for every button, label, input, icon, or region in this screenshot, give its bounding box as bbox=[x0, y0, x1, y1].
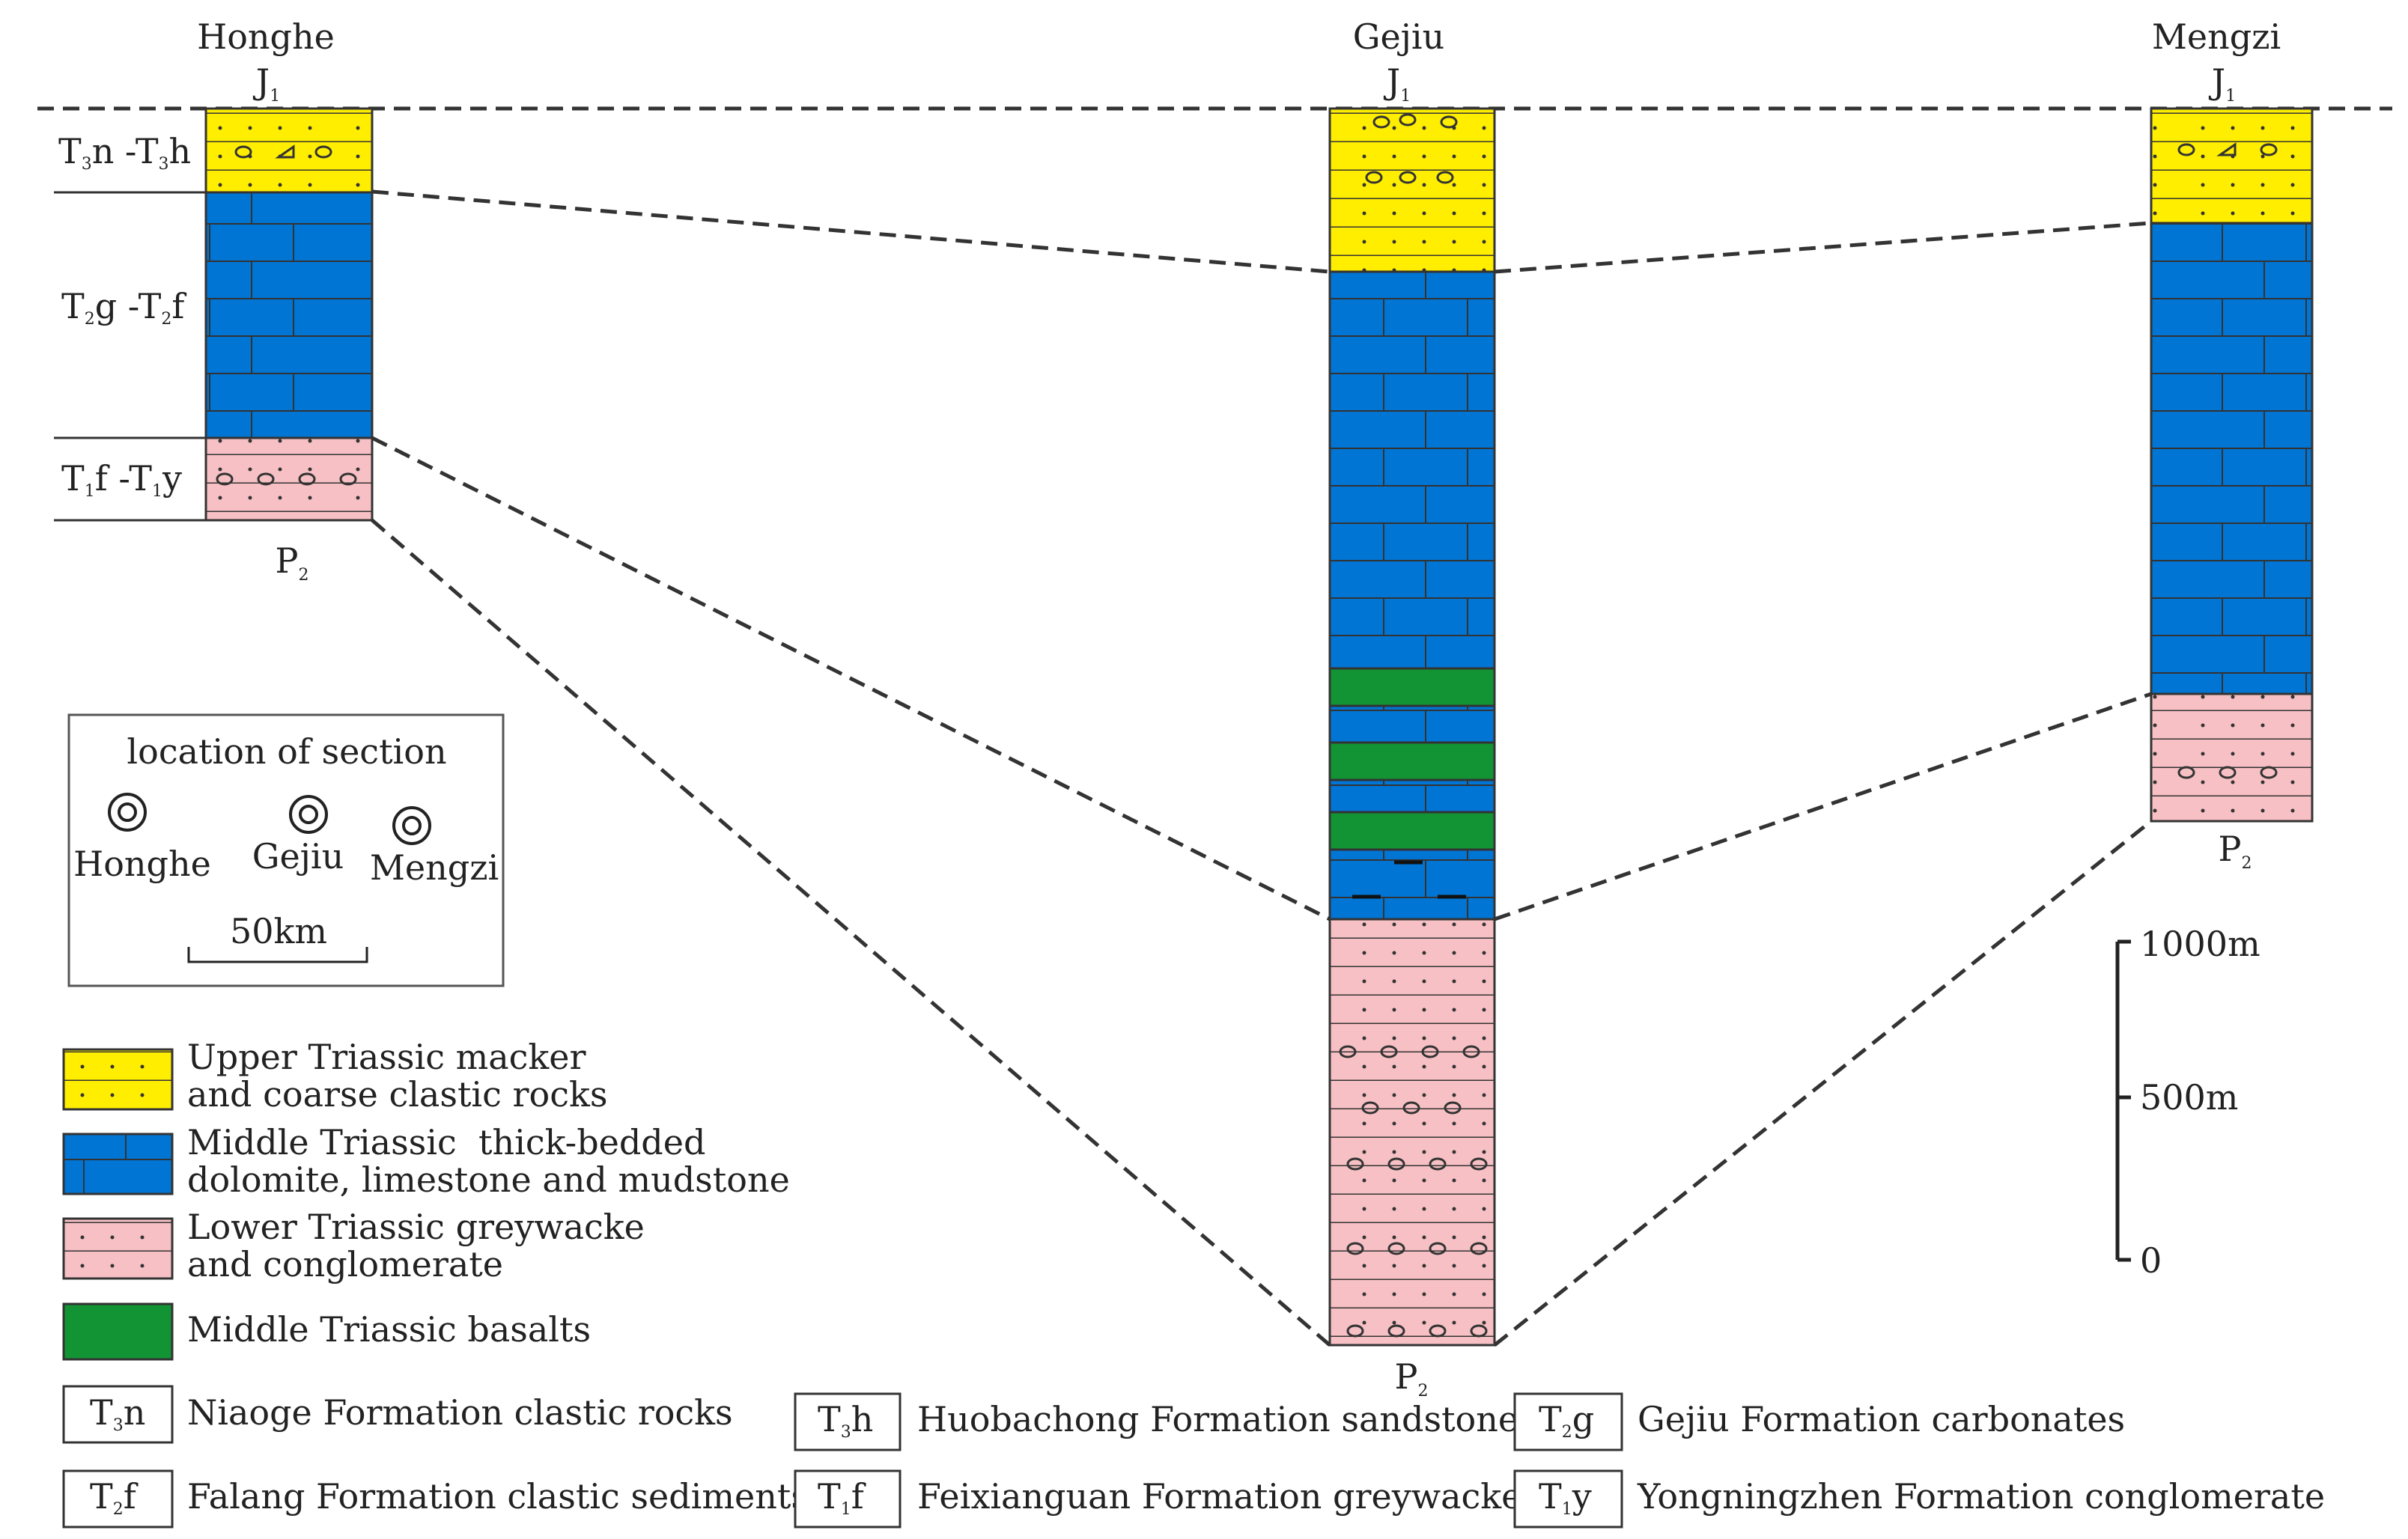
gejiu-yellow-layer bbox=[1328, 107, 1496, 273]
legend-swatch-yellow bbox=[62, 1048, 174, 1111]
honghe-top-label: J1 bbox=[253, 61, 280, 106]
formation-sym-t2f: T2f bbox=[90, 1476, 139, 1519]
location-label-mengzi: Mengzi bbox=[370, 847, 499, 888]
gejiu-basalt-layer-2 bbox=[1328, 741, 1496, 781]
honghe-bottom-label: P2 bbox=[276, 540, 309, 585]
formation-desc-t1f: Feixianguan Formation greywacke bbox=[917, 1476, 1521, 1517]
legend-yellow-line2: and coarse clastic rocks bbox=[187, 1074, 607, 1115]
gejiu-basalt-layer-1 bbox=[1328, 667, 1496, 707]
honghe-pink-layer bbox=[204, 436, 374, 522]
mengzi-location-icon bbox=[392, 806, 431, 845]
legend-pink-line1: Lower Triassic greywacke bbox=[187, 1207, 645, 1247]
unit-boundary-ticks bbox=[54, 191, 206, 522]
honghe-conglomerate-marks bbox=[216, 144, 357, 486]
legend-blue-line1: Middle Triassic thick-bedded bbox=[187, 1122, 705, 1162]
honghe-title: Honghe bbox=[197, 16, 335, 57]
legend-blue-line2: dolomite, limestone and mudstone bbox=[187, 1159, 790, 1200]
correlation-lines bbox=[371, 189, 2153, 1347]
mengzi-blue-layer bbox=[2150, 222, 2314, 695]
gejiu-location-icon bbox=[289, 795, 328, 834]
legend-yellow-line1: Upper Triassic macker bbox=[187, 1037, 586, 1077]
formation-desc-t1y: Yongningzhen Formation conglomerate bbox=[1637, 1476, 2325, 1517]
scale-500m: 500m bbox=[2140, 1077, 2238, 1118]
t3-base-line-right bbox=[1494, 221, 2152, 274]
scale-1000m: 1000m bbox=[2140, 924, 2260, 964]
mengzi-bottom-label: P2 bbox=[2219, 829, 2252, 873]
legend: Upper Triassic macker and coarse clastic… bbox=[62, 1037, 790, 1361]
mengzi-title: Mengzi bbox=[2152, 16, 2281, 57]
mengzi-top-label: J1 bbox=[2209, 61, 2236, 106]
formation-desc-t3h: Huobachong Formation sandstone bbox=[917, 1399, 1518, 1439]
gejiu-mudstone-marks bbox=[1352, 860, 1466, 899]
formation-desc-t3n: Niaoge Formation clastic rocks bbox=[187, 1392, 733, 1433]
formation-sym-t2g: T2g bbox=[1539, 1399, 1594, 1442]
honghe-blue-layer bbox=[204, 191, 374, 439]
legend-swatch-pink bbox=[62, 1217, 174, 1280]
mengzi-pink-layer bbox=[2150, 692, 2314, 823]
location-label-gejiu: Gejiu bbox=[252, 836, 344, 877]
t1-base-line-left bbox=[371, 519, 1331, 1347]
gejiu-top-label: J1 bbox=[1384, 61, 1411, 106]
vertical-scale-bar bbox=[2115, 939, 2131, 1262]
gejiu-conglomerate-marks bbox=[1339, 113, 1488, 1338]
legend-pink-line2: and conglomerate bbox=[187, 1244, 503, 1284]
gejiu-bottom-label: P2 bbox=[1395, 1356, 1429, 1401]
gejiu-pink-layer bbox=[1328, 918, 1496, 1347]
formation-sym-t3h: T3h bbox=[818, 1399, 873, 1442]
legend-swatch-blue bbox=[62, 1133, 174, 1195]
scale-0: 0 bbox=[2140, 1240, 2162, 1281]
location-box-title: location of section bbox=[127, 731, 446, 772]
formation-sym-t1f: T1f bbox=[818, 1476, 866, 1519]
gejiu-basalt-layer-3 bbox=[1328, 811, 1496, 851]
honghe-column bbox=[204, 107, 374, 522]
location-label-honghe: Honghe bbox=[73, 844, 211, 884]
legend-green-line1: Middle Triassic basalts bbox=[187, 1309, 591, 1350]
t2-base-line-left bbox=[371, 436, 1331, 921]
t3-base-line-left bbox=[371, 189, 1331, 274]
formation-desc-t2f: Falang Formation clastic sediments bbox=[187, 1476, 809, 1517]
t1-base-line-right bbox=[1493, 820, 2153, 1347]
gejiu-title: Gejiu bbox=[1353, 16, 1445, 57]
unit-label-middle: T2g -T2f bbox=[61, 286, 186, 329]
formation-list: T3n Niaoge Formation clastic rocks T3h H… bbox=[62, 1385, 2325, 1529]
location-scale-label: 50km bbox=[230, 911, 327, 951]
unit-label-lower: T1f -T1y bbox=[61, 458, 182, 501]
location-scale-bar bbox=[187, 947, 368, 963]
formation-sym-t3n: T3n bbox=[90, 1392, 145, 1435]
mengzi-column bbox=[2150, 107, 2314, 823]
mengzi-conglomerate-marks bbox=[2177, 142, 2278, 779]
location-box: location of section Honghe Gejiu Mengzi … bbox=[67, 713, 505, 987]
t2-base-line-right bbox=[1494, 692, 2152, 921]
formation-desc-t2g: Gejiu Formation carbonates bbox=[1638, 1399, 2125, 1439]
honghe-location-icon bbox=[108, 793, 147, 832]
unit-label-upper: T3n -T3h bbox=[58, 131, 191, 174]
formation-sym-t1y: T1y bbox=[1539, 1476, 1592, 1519]
mengzi-yellow-layer bbox=[2150, 107, 2314, 225]
gejiu-column bbox=[1328, 107, 1496, 1347]
legend-swatch-green bbox=[62, 1302, 174, 1361]
